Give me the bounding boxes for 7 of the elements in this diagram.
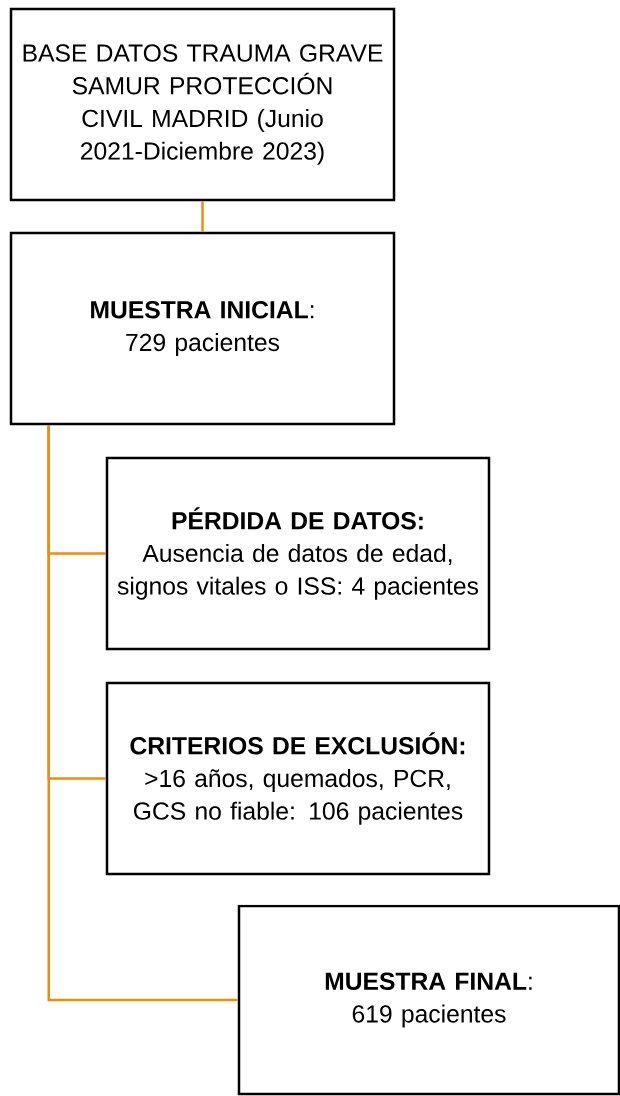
connector-line bbox=[47, 425, 238, 1002]
process-box: CRITERIOS DE EXCLUSIÓN: >16 años, quemados, PCR, GCS no fiable: 106 pacientes bbox=[105, 681, 491, 876]
process-box: BASE DATOS TRAUMA GRAVE SAMUR PROTECCIÓN CIVIL MADRID (Junio 2021-Diciembre 2023) bbox=[9, 7, 396, 202]
process-box: PÉRDIDA DE DATOS: Ausencia de datos de edad, signos vitales o ISS: 4 pacientes bbox=[105, 456, 491, 651]
connector-line bbox=[201, 201, 204, 232]
process-box: MUESTRA FINAL: 619 pacientes bbox=[237, 904, 620, 1096]
process-box: MUESTRA INICIAL: 729 pacientes bbox=[9, 231, 396, 426]
